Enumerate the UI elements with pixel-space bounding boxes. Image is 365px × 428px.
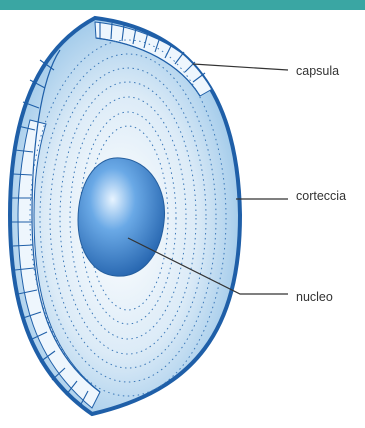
nucleus xyxy=(78,158,165,276)
label-corteccia: corteccia xyxy=(296,189,346,203)
label-nucleo: nucleo xyxy=(296,290,333,304)
label-capsula: capsula xyxy=(296,64,339,78)
